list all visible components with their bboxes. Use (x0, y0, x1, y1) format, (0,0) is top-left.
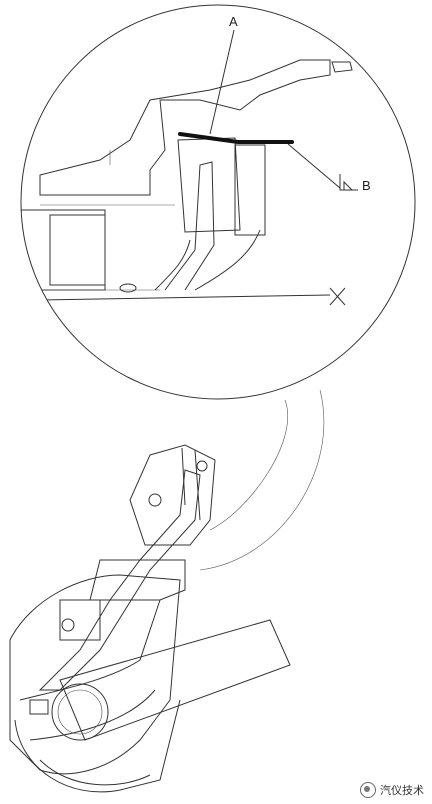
label-b: B (362, 178, 371, 193)
body-block (234, 144, 266, 236)
wechat-icon (360, 782, 376, 798)
assembly-view (9, 444, 291, 793)
cover-block (129, 444, 216, 546)
left-block (21, 209, 106, 291)
weld-symbol (339, 174, 358, 191)
outer-trim (9, 574, 181, 775)
hole (119, 283, 137, 293)
lower-body (14, 699, 181, 793)
middle-housing (89, 559, 186, 601)
detail-view: A B (20, 4, 416, 400)
seam-line (178, 132, 294, 144)
gasket (177, 137, 241, 233)
leader-b (287, 143, 341, 189)
detail-circle (20, 4, 416, 400)
housing-section (39, 59, 331, 196)
tube (59, 619, 291, 741)
tube-end (51, 683, 109, 741)
watermark-text: 汽仪技术 (380, 784, 424, 797)
watermark: 汽仪技术 (360, 782, 424, 798)
seal-profile (164, 161, 215, 291)
label-a: A (229, 14, 238, 29)
left-block-inner (49, 214, 106, 286)
leader-a (209, 29, 235, 135)
bolt-top (196, 460, 208, 472)
connector-lines (199, 389, 325, 571)
